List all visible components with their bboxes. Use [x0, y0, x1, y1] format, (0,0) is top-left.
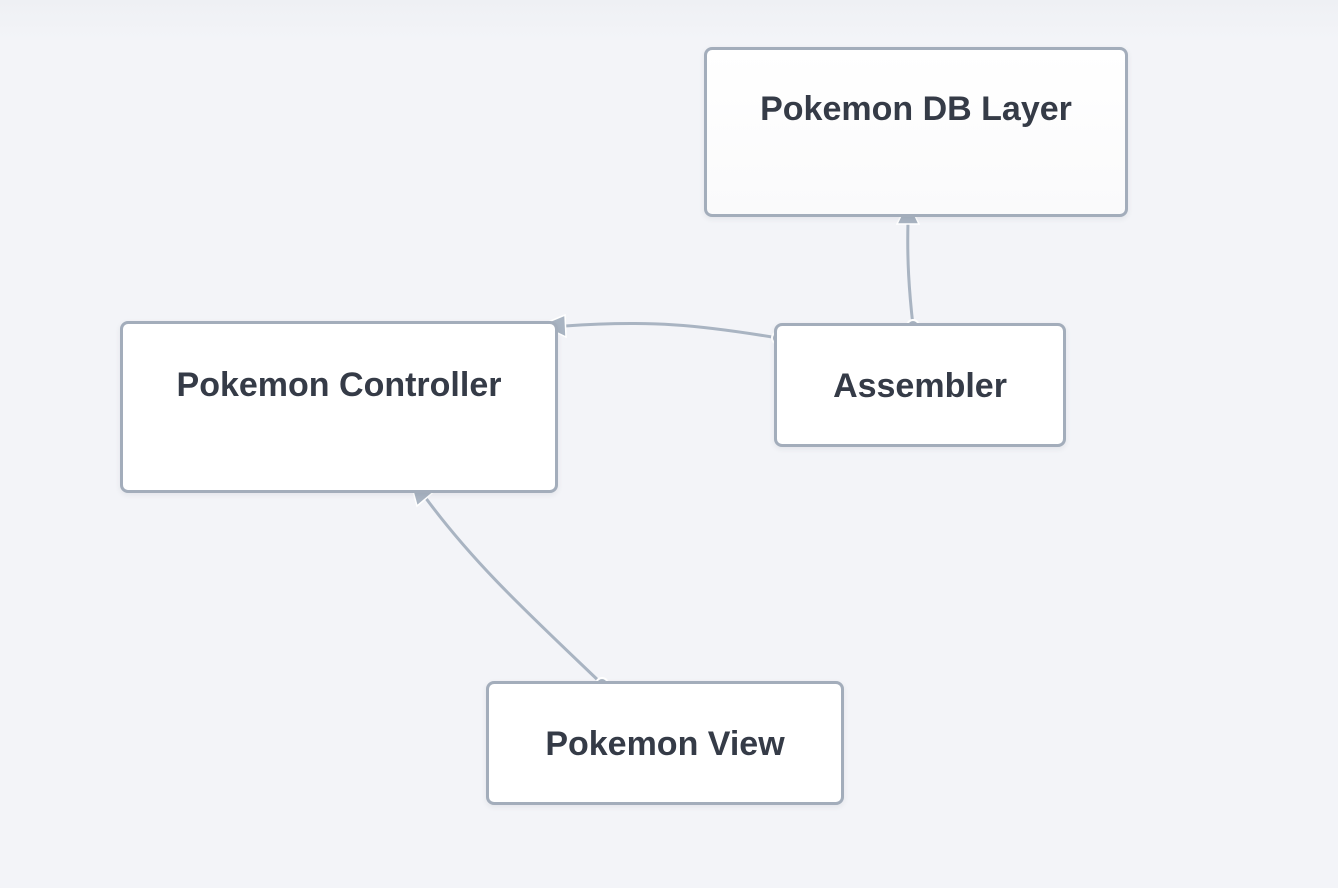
node-pokemon-controller[interactable]: Pokemon Controller [120, 321, 558, 493]
node-label: Pokemon DB Layer [760, 90, 1072, 128]
edge-line [906, 221, 915, 327]
edge-line [564, 321, 779, 340]
edge-line [423, 496, 604, 686]
node-label: Assembler [833, 367, 1007, 405]
node-pokemon-db-layer[interactable]: Pokemon DB Layer [704, 47, 1128, 217]
edge-view-to-controller[interactable] [408, 478, 609, 691]
node-assembler[interactable]: Assembler [774, 323, 1066, 447]
edge-assembler-to-db[interactable] [895, 199, 921, 333]
node-label: Pokemon View [545, 725, 785, 763]
node-label: Pokemon Controller [176, 366, 502, 404]
edge-assembler-to-controller[interactable] [539, 313, 785, 345]
node-pokemon-view[interactable]: Pokemon View [486, 681, 844, 805]
